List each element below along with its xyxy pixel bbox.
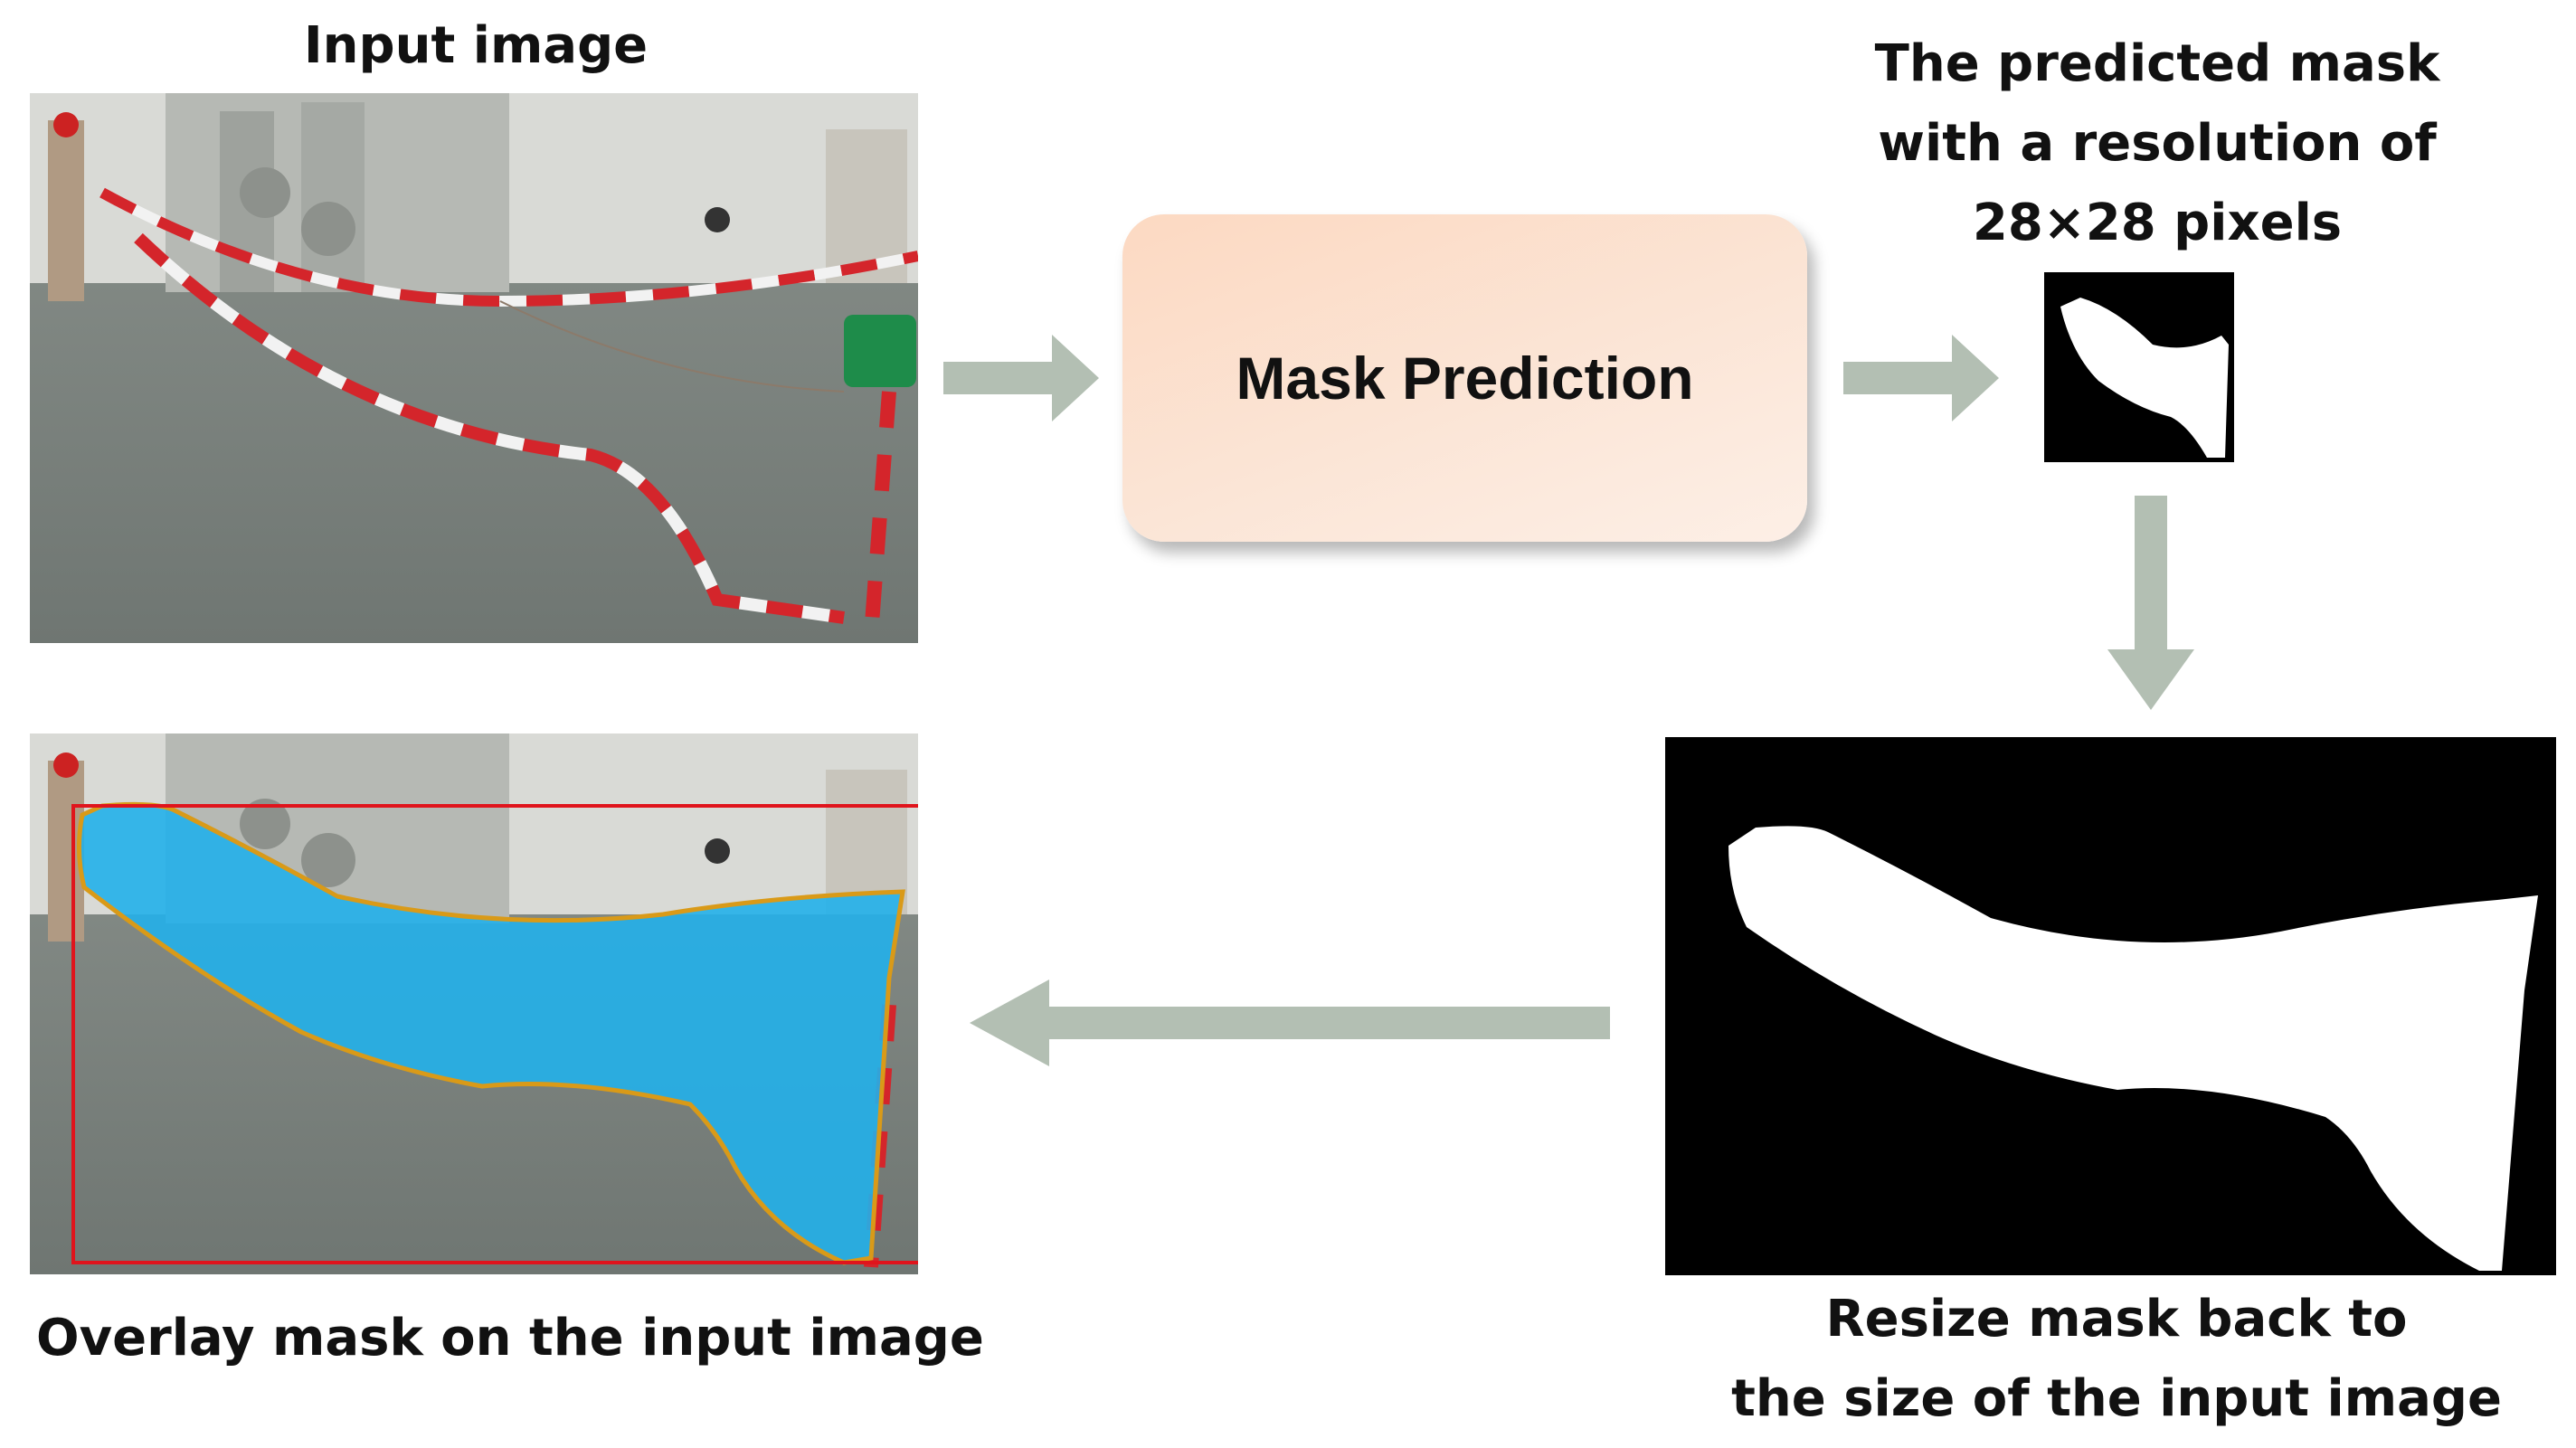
- resize-label-line1: Resize mask back to: [1825, 1290, 2408, 1349]
- arrow-to-resized-mask: [2107, 496, 2194, 710]
- input-image-label: Input image: [303, 16, 649, 75]
- mask-prediction-box: Mask Prediction: [1122, 214, 1807, 542]
- predicted-mask-label-line3: 28×28 pixels: [1972, 194, 2343, 252]
- predicted-mask-28x28: [2044, 272, 2234, 462]
- arrow-to-overlay: [970, 980, 1610, 1066]
- predicted-mask-label-line2: with a resolution of: [1878, 114, 2437, 173]
- overlay-label: Overlay mask on the input image: [36, 1309, 984, 1368]
- resized-mask: [1665, 737, 2556, 1275]
- resize-label-line2: the size of the input image: [1731, 1369, 2502, 1428]
- arrow-to-predicted-mask: [1843, 335, 1999, 421]
- overlay-image: [30, 733, 918, 1274]
- predicted-mask-label-line1: The predicted mask: [1874, 34, 2440, 93]
- arrow-to-mask-prediction: [943, 335, 1099, 421]
- mask-prediction-label: Mask Prediction: [1236, 345, 1694, 412]
- input-image: [30, 93, 918, 643]
